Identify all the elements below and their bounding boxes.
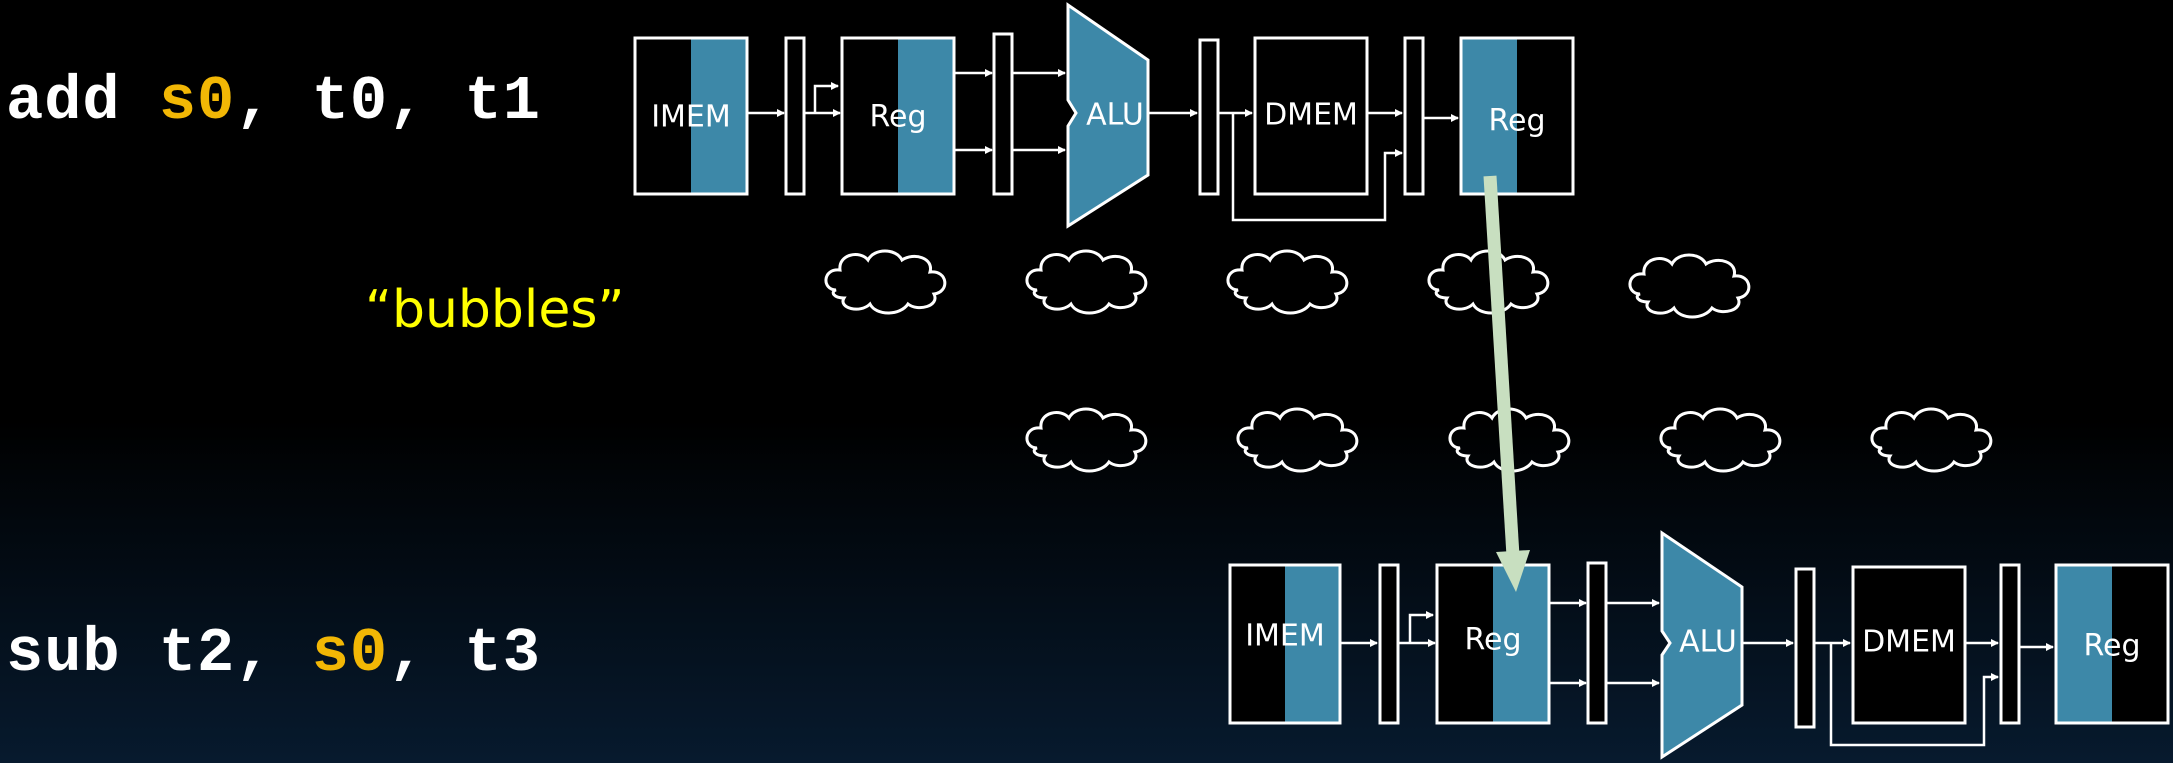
add-opcode: add [6, 66, 121, 137]
pipeline-register-if-id [784, 36, 806, 196]
imem-stage: IMEM [1228, 563, 1342, 725]
sub-dest-register: t2 [158, 618, 236, 689]
pipeline-register-mem-wb [1403, 36, 1425, 196]
bubble-cloud [1025, 407, 1148, 473]
sub-src2-register: t3 [464, 618, 541, 689]
pipeline-register-ex-mem [1198, 38, 1220, 196]
reg-read-stage: Reg [840, 36, 956, 196]
instruction-add: add s0, t0, t1 [6, 66, 541, 137]
alu-label: ALU [1086, 98, 1144, 133]
dmem-label: DMEM [1862, 625, 1956, 660]
reg-write-label: Reg [2084, 629, 2141, 664]
bubble-cloud [1659, 407, 1782, 473]
dmem-stage: DMEM [1851, 565, 1967, 725]
pipeline-register-ex-mem [1794, 567, 1816, 729]
bubble-cloud [1870, 407, 1993, 473]
imem-stage: IMEM [633, 36, 749, 196]
sub-src1-register: s0 [311, 618, 389, 689]
imem-label: IMEM [651, 100, 731, 135]
pipeline-register-id-ex [992, 32, 1014, 196]
pipeline-add: IMEM Reg ALU DMEM [633, 2, 1575, 229]
add-dest-register: s0 [158, 66, 236, 137]
pipeline-register-if-id [1378, 563, 1400, 725]
pipeline-sub: IMEM Reg ALU DMEM [1228, 530, 2170, 760]
alu-stage: ALU [1066, 2, 1150, 229]
add-src2-register: t1 [464, 66, 541, 137]
bubble-cloud [1628, 253, 1751, 319]
add-src1-register: t0 [311, 66, 389, 137]
reg-read-label: Reg [1465, 623, 1522, 658]
dmem-stage: DMEM [1253, 36, 1369, 196]
instruction-sub: sub t2, s0, t3 [6, 618, 541, 689]
dependency-arrow [1483, 175, 1530, 592]
alu-stage: ALU [1660, 530, 1744, 760]
sub-opcode: sub [6, 618, 121, 689]
pipeline-register-mem-wb [1999, 563, 2021, 725]
pipeline-register-id-ex [1586, 561, 1608, 725]
bubble-cloud [1025, 249, 1148, 315]
dmem-label: DMEM [1264, 98, 1358, 133]
alu-label: ALU [1679, 625, 1737, 660]
bubble-cloud [1226, 249, 1349, 315]
reg-read-label: Reg [870, 100, 927, 135]
reg-write-stage: Reg [1459, 36, 1575, 196]
bubble-row-1 [824, 249, 1751, 319]
reg-write-label: Reg [1489, 104, 1546, 139]
bubble-cloud [1236, 407, 1359, 473]
reg-read-stage: Reg [1435, 563, 1551, 725]
bubble-cloud [1427, 249, 1550, 315]
reg-write-stage: Reg [2054, 563, 2170, 725]
imem-label: IMEM [1245, 619, 1325, 654]
bubbles-label: “bubbles” [365, 280, 625, 340]
bubble-cloud [824, 249, 947, 315]
